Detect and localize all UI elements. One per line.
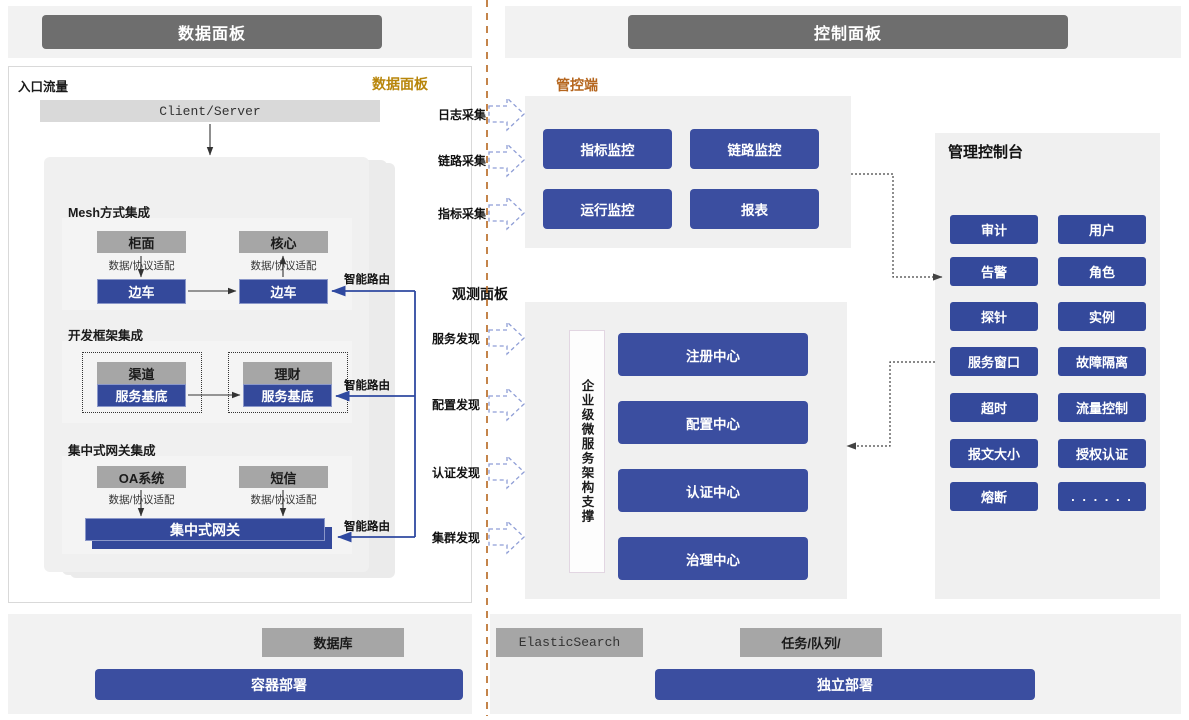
console-item-timeout[interactable]: 超时 [950,393,1038,422]
centralized-gateway-bar: 集中式网关 [85,518,325,541]
mesh-sidecar-left: 边车 [97,279,186,304]
management-console-title: 管理控制台 [948,144,1024,161]
observation-panel-label: 观测面板 [452,286,508,302]
console-item-message-size[interactable]: 报文大小 [950,439,1038,468]
left-panel-corner-title: 数据面板 [372,76,428,92]
center-button-registry[interactable]: 注册中心 [618,333,808,376]
console-item-audit[interactable]: 审计 [950,215,1038,244]
framework-base-right: 服务基底 [243,384,332,407]
framework-top-left-box: 渠道 [97,362,186,384]
smart-route-label-2: 智能路由 [344,380,390,392]
center-button-governance[interactable]: 治理中心 [618,537,808,580]
footer-container-deploy: 容器部署 [95,669,463,700]
framework-dotted-right [228,352,348,413]
gateway-top-left-box: OA系统 [97,466,186,488]
flow-label-trace-collect: 链路采集 [438,154,487,168]
footer-standalone-deploy: 独立部署 [655,669,1035,700]
smart-route-label-1: 智能路由 [344,274,390,286]
flow-label-config-discovery: 配置发现 [432,398,481,412]
monitor-button-report[interactable]: 报表 [690,189,819,229]
flow-label-log-collect: 日志采集 [438,108,487,122]
mesh-adapt-label-right: 数据/协议适配 [250,260,317,272]
flow-label-metric-collect: 指标采集 [438,207,487,221]
console-item-circuit-breaker[interactable]: 熔断 [950,482,1038,511]
mesh-top-left-box: 柜面 [97,231,186,253]
center-button-auth[interactable]: 认证中心 [618,469,808,512]
console-item-service-window[interactable]: 服务窗口 [950,347,1038,376]
left-header-title: 数据面板 [42,15,382,49]
framework-dotted-left [82,352,202,413]
mesh-sidecar-right: 边车 [239,279,328,304]
control-panel-corner-title: 管控端 [556,77,598,93]
mesh-top-right-box: 核心 [239,231,328,253]
gateway-adapt-label-right: 数据/协议适配 [250,494,317,506]
microservice-vertical-label: 企业级微服务架构支撑 [569,330,605,573]
console-item-user[interactable]: 用户 [1058,215,1146,244]
client-server-box: Client/Server [40,100,380,122]
footer-elasticsearch-tag: ElasticSearch [496,628,643,657]
flow-label-service-discovery: 服务发现 [432,332,481,346]
flow-label-cluster-discovery: 集群发现 [432,531,481,545]
console-item-role[interactable]: 角色 [1058,257,1146,286]
flow-label-auth-discovery: 认证发现 [432,466,481,480]
framework-base-left: 服务基底 [97,384,186,407]
console-item-more[interactable]: . . . . . . [1058,482,1146,511]
gateway-adapt-label-left: 数据/协议适配 [108,494,175,506]
monitor-button-metric[interactable]: 指标监控 [543,129,672,169]
footer-db-tag: 数据库 [262,628,404,657]
gateway-top-right-box: 短信 [239,466,328,488]
center-button-config[interactable]: 配置中心 [618,401,808,444]
smart-route-label-3: 智能路由 [344,521,390,533]
monitor-button-runtime[interactable]: 运行监控 [543,189,672,229]
mesh-adapt-label-left: 数据/协议适配 [108,260,175,272]
right-header-title: 控制面板 [628,15,1068,49]
group-title-framework: 开发框架集成 [68,329,144,343]
monitor-button-trace[interactable]: 链路监控 [690,129,819,169]
console-item-instance[interactable]: 实例 [1058,302,1146,331]
console-item-fault-isolation[interactable]: 故障隔离 [1058,347,1146,376]
footer-task-queue-tag: 任务/队列/ [740,628,882,657]
console-item-probe[interactable]: 探针 [950,302,1038,331]
framework-top-right-box: 理财 [243,362,332,384]
console-item-alarm[interactable]: 告警 [950,257,1038,286]
console-item-flow-control[interactable]: 流量控制 [1058,393,1146,422]
group-title-gateway: 集中式网关集成 [68,444,156,458]
entry-traffic-label: 入口流量 [18,80,69,94]
group-title-mesh: Mesh方式集成 [68,206,150,220]
console-item-authorization[interactable]: 授权认证 [1058,439,1146,468]
